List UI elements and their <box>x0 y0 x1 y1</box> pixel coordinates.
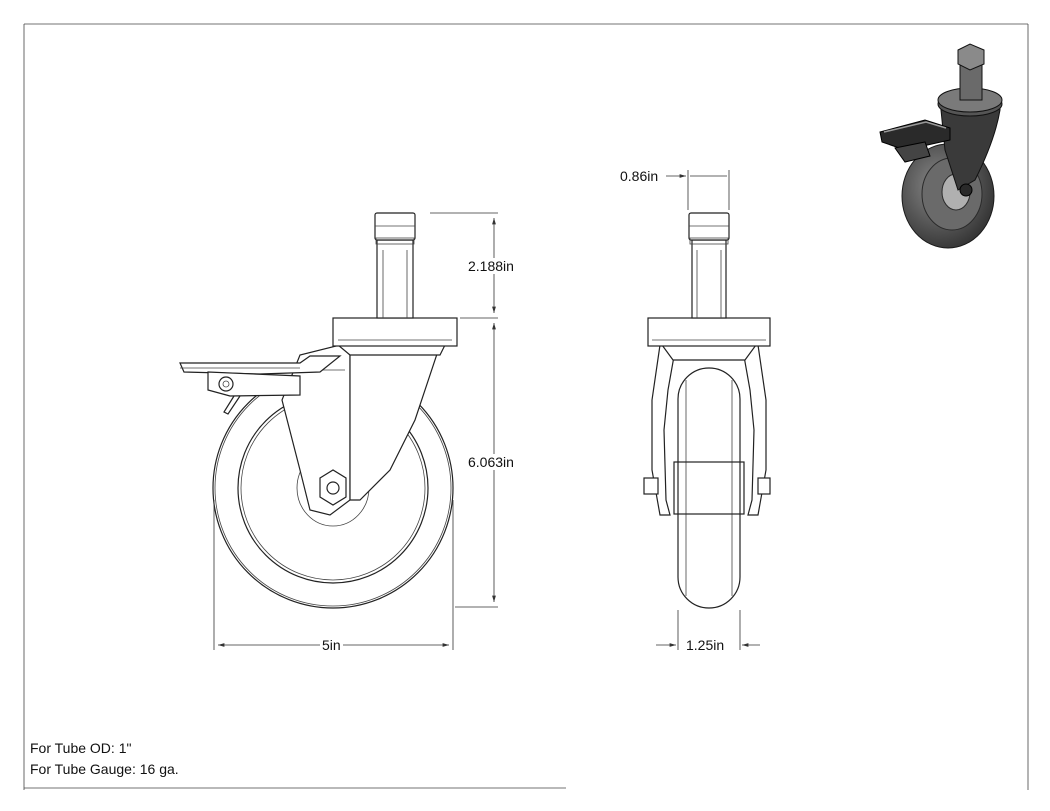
front-view-tire <box>677 367 741 609</box>
stem-height-label: 2.188in <box>466 258 516 274</box>
side-view-brake-pedal <box>179 355 342 375</box>
side-view-axle-nut <box>319 469 347 506</box>
side-view <box>179 212 458 609</box>
front-view-hex-nut <box>688 212 730 241</box>
side-view-stem <box>376 239 414 319</box>
wheel-diameter-label: 5in <box>320 637 343 653</box>
tube-od-note: For Tube OD: 1" <box>30 740 132 756</box>
drawing-frame <box>23 23 1029 790</box>
render-axle-nut <box>959 183 973 197</box>
front-view-axle-bolt-left <box>643 477 659 495</box>
front-view-axle-bolt-right <box>757 477 771 495</box>
side-view-hex-nut <box>374 212 416 241</box>
wheel-width-label: 1.25in <box>684 637 727 653</box>
render-brake-pedal <box>879 119 951 151</box>
stem-width-label: 0.86in <box>618 168 661 184</box>
side-view-top-plate <box>332 317 458 347</box>
isometric-render <box>879 43 1003 249</box>
front-view-top-plate <box>647 317 771 347</box>
overall-height-label: 6.063in <box>466 454 516 470</box>
render-hex-nut <box>957 43 985 71</box>
front-view-fork-left <box>651 344 677 516</box>
tube-gauge-note: For Tube Gauge: 16 ga. <box>30 761 179 777</box>
front-view <box>643 212 771 609</box>
front-view-fork-right <box>741 344 767 516</box>
front-view-dimensions <box>656 170 760 650</box>
render-fork <box>939 99 1001 191</box>
